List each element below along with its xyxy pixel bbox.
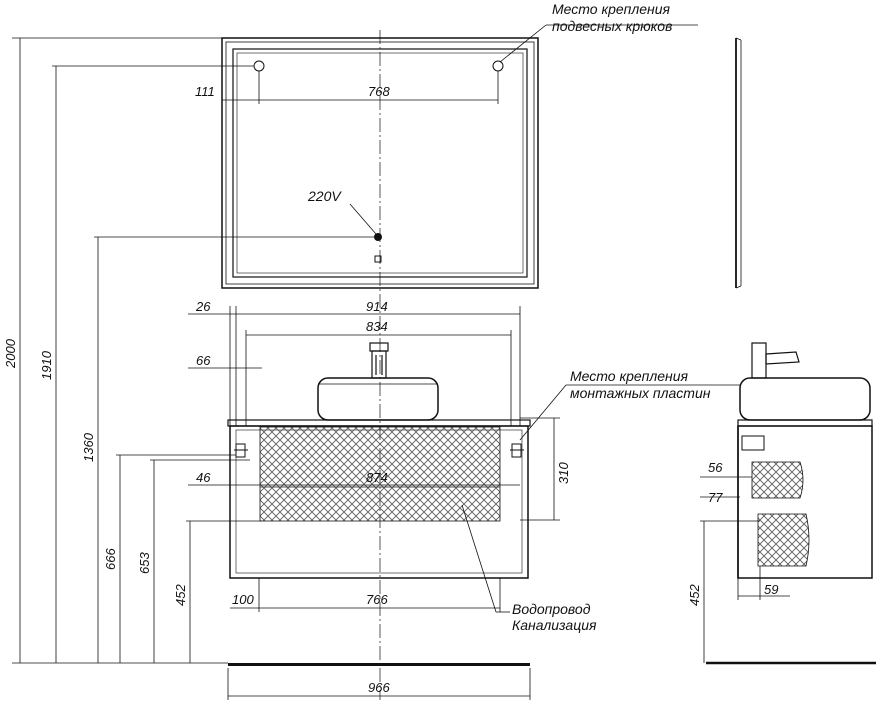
dimension-lines <box>12 37 790 700</box>
dim-768: 768 <box>368 84 390 99</box>
dim-666: 666 <box>103 548 118 570</box>
dim-452: 452 <box>173 584 188 606</box>
plates-label-line2: монтажных пластин <box>570 385 711 401</box>
dim-452-side: 452 <box>687 584 702 606</box>
dim-653: 653 <box>137 552 152 574</box>
mounting-plates <box>234 443 524 458</box>
water-label-line1: Водопровод <box>512 601 591 617</box>
dim-77: 77 <box>708 490 723 505</box>
side-pipe-upper <box>751 461 804 499</box>
basin-front <box>317 377 439 421</box>
basin-side <box>739 377 871 421</box>
dim-59: 59 <box>764 582 778 597</box>
mirror-side <box>735 37 742 289</box>
socket-point <box>374 233 382 241</box>
plates-label-line1: Место крепления <box>570 368 689 384</box>
dim-310: 310 <box>556 462 571 484</box>
floor-front <box>228 663 530 666</box>
water-label-line2: Канализация <box>512 617 597 633</box>
dim-1360: 1360 <box>81 432 96 462</box>
dim-834: 834 <box>366 319 388 334</box>
dim-1910: 1910 <box>39 350 54 380</box>
side-pipe-lower <box>757 513 810 567</box>
dim-111: 111 <box>195 84 215 99</box>
dim-2000: 2000 <box>3 338 18 369</box>
voltage-label: 220V <box>307 188 342 204</box>
faucet-side <box>751 342 800 379</box>
dim-874: 874 <box>366 470 388 485</box>
hooks-label-line2: подвесных крюков <box>552 18 672 34</box>
dim-100: 100 <box>232 592 254 607</box>
leader-lines <box>349 24 740 613</box>
hook-marks <box>253 60 504 72</box>
plumbing-zone <box>259 426 501 522</box>
dim-26: 26 <box>195 299 211 314</box>
dim-914: 914 <box>366 299 388 314</box>
dim-766: 766 <box>366 592 388 607</box>
dim-66: 66 <box>196 353 211 368</box>
dim-966: 966 <box>368 680 390 695</box>
countertop <box>227 419 531 427</box>
dim-56: 56 <box>708 460 723 475</box>
hooks-label-line1: Место крепления <box>552 1 671 17</box>
faucet-front <box>369 342 389 379</box>
dim-46: 46 <box>196 470 211 485</box>
switch-mark <box>374 255 382 263</box>
